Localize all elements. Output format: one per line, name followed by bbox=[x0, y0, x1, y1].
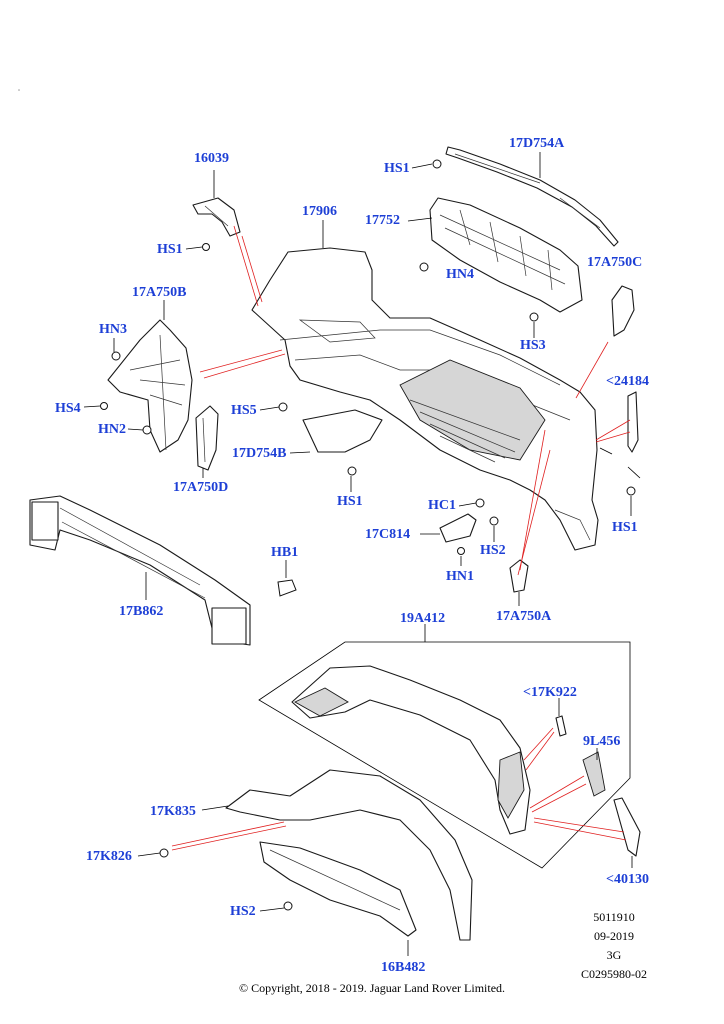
bumper-cover-17906[interactable] bbox=[251, 247, 599, 551]
copyright-notice: © Copyright, 2018 - 2019. Jaguar Land Ro… bbox=[238, 981, 506, 995]
trim-40130[interactable] bbox=[613, 797, 641, 857]
label-hs5[interactable]: HS5 bbox=[231, 403, 257, 418]
bracket-17a750a[interactable] bbox=[509, 559, 529, 593]
crossmember-17b862[interactable] bbox=[29, 495, 251, 646]
energy-absorber-17752[interactable] bbox=[429, 197, 583, 313]
bracket-24184[interactable] bbox=[627, 391, 639, 453]
bracket-17a750d[interactable] bbox=[195, 405, 219, 471]
leader-lines bbox=[83, 152, 641, 956]
label-17a750a[interactable]: 17A750A bbox=[496, 609, 552, 624]
label-hs1-right[interactable]: HS1 bbox=[612, 520, 638, 535]
grille-9l456[interactable] bbox=[582, 751, 606, 797]
label-17906[interactable]: 17906 bbox=[302, 204, 337, 219]
label-16b482[interactable]: 16B482 bbox=[381, 960, 426, 975]
bracket-17a750b[interactable] bbox=[107, 319, 193, 453]
label-17k835[interactable]: 17K835 bbox=[150, 804, 196, 819]
strip-17k835[interactable] bbox=[225, 769, 473, 941]
label-hs2-mid[interactable]: HS2 bbox=[480, 543, 506, 558]
label-hs1-top[interactable]: HS1 bbox=[384, 161, 410, 176]
label-17k826[interactable]: 17K826 bbox=[86, 849, 132, 864]
label-17d754a[interactable]: 17D754A bbox=[509, 136, 565, 151]
label-17c814[interactable]: 17C814 bbox=[365, 527, 411, 542]
label-hn2[interactable]: HN2 bbox=[98, 422, 126, 437]
label-40130[interactable]: <40130 bbox=[606, 872, 649, 887]
bracket-17a750c[interactable] bbox=[611, 285, 635, 337]
label-hn3[interactable]: HN3 bbox=[99, 322, 127, 337]
label-hs1-mid[interactable]: HS1 bbox=[337, 494, 363, 509]
bracket-16039[interactable] bbox=[192, 197, 241, 237]
trim-panel-17d754b[interactable] bbox=[302, 409, 383, 453]
label-hs4[interactable]: HS4 bbox=[55, 401, 81, 416]
skid-plate-16b482[interactable] bbox=[259, 841, 417, 937]
drawing-meta: 5011910 09-2019 3G C0295980-02 bbox=[578, 908, 650, 984]
drawing-id: C0295980-02 bbox=[581, 967, 647, 981]
label-16039[interactable]: 16039 bbox=[194, 151, 229, 166]
label-24184[interactable]: <24184 bbox=[606, 374, 649, 389]
fasteners bbox=[100, 159, 636, 911]
label-hn4[interactable]: HN4 bbox=[446, 267, 474, 282]
drawing-code: 3G bbox=[606, 948, 622, 962]
label-17a750b[interactable]: 17A750B bbox=[132, 285, 187, 300]
label-hs3[interactable]: HS3 bbox=[520, 338, 546, 353]
reinforcement-strip-17d754a[interactable] bbox=[445, 146, 619, 247]
lower-valance-19a412[interactable] bbox=[291, 665, 531, 835]
bracket-17c814[interactable] bbox=[439, 513, 477, 543]
label-17b862[interactable]: 17B862 bbox=[119, 604, 164, 619]
label-hc1[interactable]: HC1 bbox=[428, 498, 456, 513]
label-hs1-left[interactable]: HS1 bbox=[157, 242, 183, 257]
label-17k922[interactable]: <17K922 bbox=[523, 685, 577, 700]
label-19a412[interactable]: 19A412 bbox=[400, 611, 446, 626]
label-17a750c[interactable]: 17A750C bbox=[587, 255, 643, 270]
label-17d754b[interactable]: 17D754B bbox=[232, 446, 287, 461]
drawing-date: 09-2019 bbox=[594, 929, 634, 943]
label-hn1[interactable]: HN1 bbox=[446, 569, 474, 584]
label-17752[interactable]: 17752 bbox=[365, 213, 400, 228]
label-9l456[interactable]: 9L456 bbox=[583, 734, 621, 749]
label-hs2-bottom[interactable]: HS2 bbox=[230, 904, 256, 919]
assembly-bracket-19a412 bbox=[258, 641, 631, 869]
label-17a750d[interactable]: 17A750D bbox=[173, 480, 229, 495]
label-hb1[interactable]: HB1 bbox=[271, 545, 299, 560]
callout-lines bbox=[171, 225, 631, 851]
drawing-number: 5011910 bbox=[593, 910, 635, 924]
clip-17k922[interactable] bbox=[555, 715, 567, 737]
